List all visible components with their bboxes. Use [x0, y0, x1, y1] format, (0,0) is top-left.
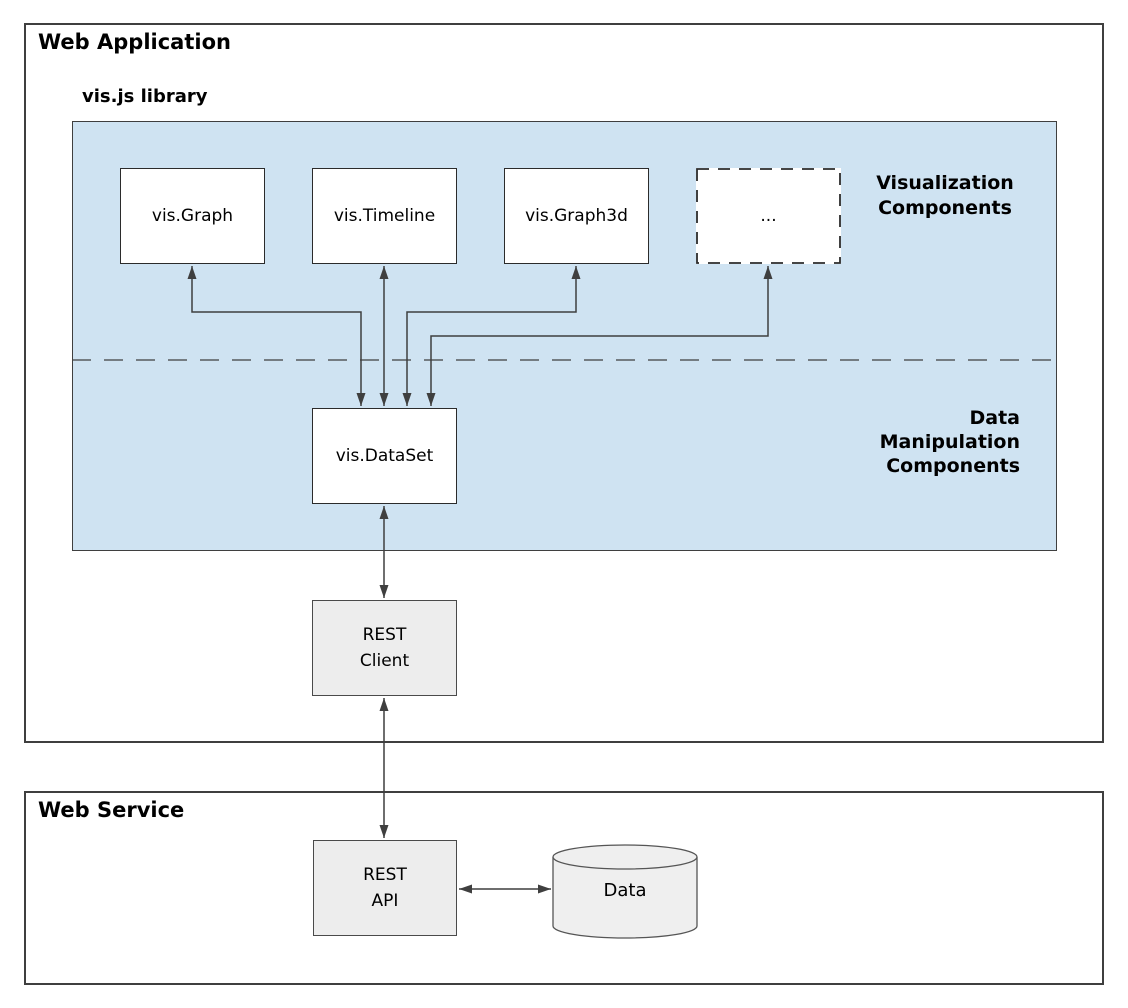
data-store-label: Data	[603, 880, 647, 901]
rest-client-line2: Client	[359, 651, 410, 671]
node-vis-dataset: vis.DataSet	[312, 408, 457, 504]
node-vis-graph: vis.Graph	[120, 168, 265, 264]
web-application-title: Web Application	[38, 30, 231, 54]
node-more-components: ...	[696, 168, 841, 264]
rest-api-line2: API	[371, 891, 399, 911]
data-manipulation-label-line2: Manipulation	[879, 431, 1020, 453]
node-rest-client-label: REST Client	[360, 622, 409, 674]
node-vis-graph-label: vis.Graph	[151, 206, 234, 226]
rest-client-line1: REST	[362, 625, 407, 645]
node-rest-api: REST API	[313, 840, 457, 936]
visualization-components-label-line2: Components	[878, 197, 1012, 219]
data-manipulation-components-label: Data Manipulation Components	[840, 406, 1020, 478]
node-vis-graph3d: vis.Graph3d	[504, 168, 649, 264]
web-service-title: Web Service	[38, 798, 185, 822]
node-vis-timeline: vis.Timeline	[312, 168, 457, 264]
data-manipulation-label-line1: Data	[969, 407, 1021, 429]
node-more-components-label: ...	[760, 206, 777, 226]
data-manipulation-label-line3: Components	[886, 455, 1020, 477]
rest-api-line1: REST	[363, 865, 407, 885]
node-vis-graph3d-label: vis.Graph3d	[525, 206, 628, 226]
node-rest-api-label: REST API	[363, 862, 407, 914]
node-vis-dataset-label: vis.DataSet	[335, 446, 434, 466]
node-rest-client: REST Client	[312, 600, 457, 696]
visjs-library-title: vis.js library	[82, 86, 208, 107]
visualization-components-label-line1: Visualization	[876, 172, 1014, 194]
visualization-components-label: Visualization Components	[855, 171, 1035, 221]
node-vis-timeline-label: vis.Timeline	[333, 206, 436, 226]
